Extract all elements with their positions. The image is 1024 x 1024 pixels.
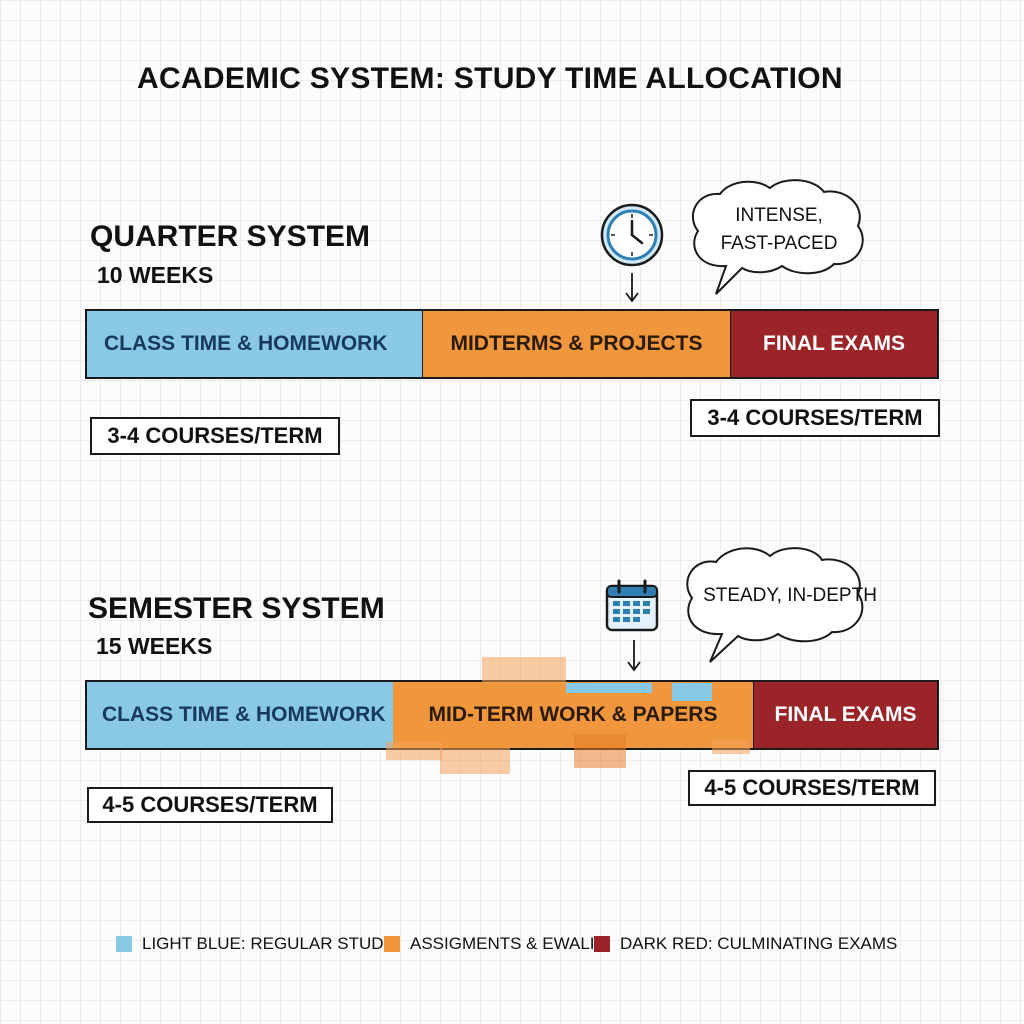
calendar-icon <box>605 579 659 672</box>
clock-icon <box>600 203 664 303</box>
quarter-timeline-bar: CLASS TIME & HOMEWORK MIDTERMS & PROJECT… <box>85 309 939 379</box>
quarter-bubble-line1: INTENSE, <box>735 205 823 226</box>
legend-swatch-orange <box>384 936 400 952</box>
quarter-bubble-text: INTENSE, FAST-PACED <box>706 202 852 258</box>
quarter-segment-middle: MIDTERMS & PROJECTS <box>423 311 731 377</box>
decorative-blotch <box>574 734 626 768</box>
decorative-blotch <box>672 683 712 701</box>
decorative-blotch <box>440 748 510 774</box>
page-title: ACADEMIC SYSTEM: STUDY TIME ALLOCATION <box>137 62 843 95</box>
semester-timeline-bar: CLASS TIME & HOMEWORK MID-TERM WORK & PA… <box>85 680 939 750</box>
quarter-segment-final: FINAL EXAMS <box>731 311 937 377</box>
legend-item-assignments: ASSIGMENTS & EWALITI <box>384 934 610 954</box>
legend-swatch-red <box>594 936 610 952</box>
quarter-courses-left: 3-4 COURSES/TERM <box>90 417 340 455</box>
quarter-courses-right: 3-4 COURSES/TERM <box>690 399 940 437</box>
semester-bubble-text: STEADY, IN-DEPTH <box>703 585 877 606</box>
legend-swatch-blue <box>116 936 132 952</box>
legend-label: LIGHT BLUE: REGULAR STUDY <box>142 934 395 953</box>
legend-label: DARK RED: CULMINATING EXAMS <box>620 934 898 953</box>
quarter-speech-bubble <box>692 179 864 295</box>
semester-speech-bubble <box>686 547 864 663</box>
decorative-blotch <box>386 742 442 760</box>
semester-segment-regular: CLASS TIME & HOMEWORK <box>87 682 393 748</box>
legend-item-regular: LIGHT BLUE: REGULAR STUDY <box>116 934 395 954</box>
semester-courses-right: 4-5 COURSES/TERM <box>688 770 936 806</box>
quarter-duration: 10 WEEKS <box>97 262 214 288</box>
decorative-blotch <box>482 657 566 683</box>
quarter-system-title: QUARTER SYSTEM <box>90 220 371 253</box>
legend-label: ASSIGMENTS & EWALITI <box>410 934 610 953</box>
semester-courses-left: 4-5 COURSES/TERM <box>87 787 333 823</box>
decorative-blotch <box>712 740 750 754</box>
decorative-blotch <box>566 683 652 693</box>
semester-duration: 15 WEEKS <box>96 633 213 659</box>
quarter-segment-regular: CLASS TIME & HOMEWORK <box>87 311 423 377</box>
semester-segment-final: FINAL EXAMS <box>754 682 937 748</box>
legend-item-exams: DARK RED: CULMINATING EXAMS <box>594 934 897 954</box>
quarter-bubble-line2: FAST-PACED <box>720 233 838 254</box>
semester-system-title: SEMESTER SYSTEM <box>88 592 385 625</box>
